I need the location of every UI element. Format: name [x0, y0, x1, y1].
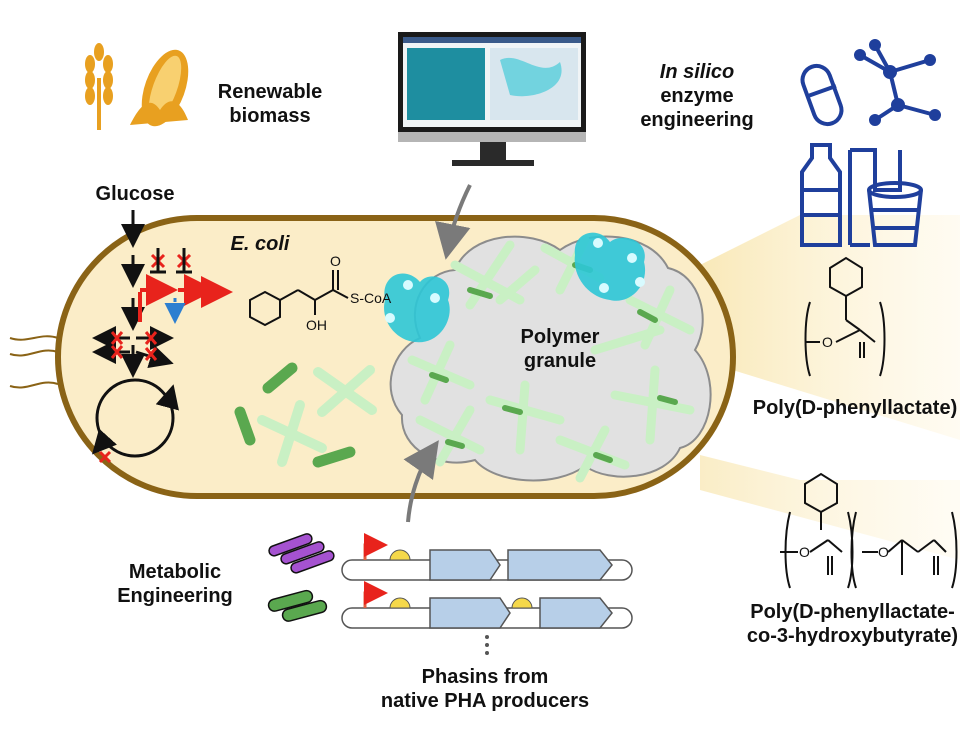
polymer2-o-label-2: O	[878, 544, 889, 560]
gene-construct-2	[341, 581, 633, 629]
free-phasins	[234, 362, 377, 468]
engineered-strains	[267, 533, 335, 622]
enzyme-right	[574, 232, 646, 301]
granule-line2: granule	[523, 350, 597, 372]
ecoli-label: E. coli	[230, 233, 290, 255]
chem-o-label: O	[330, 253, 341, 269]
corn-icon	[130, 49, 189, 127]
chem-scoa-label: S-CoA	[350, 290, 392, 306]
phasins-label: Phasins from native PHA producers	[355, 665, 615, 713]
enzyme-left	[384, 273, 450, 343]
insilico-line3: engineering	[640, 109, 754, 131]
pill-molecule-icon	[800, 39, 941, 127]
insilico-label: In silico enzyme engineering	[622, 60, 772, 132]
biomass-line1: Renewable	[217, 81, 323, 103]
polymer2-label: Poly(D-phenyllactate- co-3-hydroxybutyra…	[735, 600, 970, 648]
biomass-line2: biomass	[229, 105, 311, 127]
phasins-line1: Phasins from	[421, 666, 549, 688]
gene-construct-1	[341, 533, 633, 581]
wheat-icon	[85, 43, 113, 130]
enhanced-flux-arrows	[138, 274, 233, 322]
granule-line1: Polymer	[520, 326, 600, 348]
highlight-beam-top	[700, 215, 960, 440]
insilico-line1: In silico	[659, 61, 735, 83]
granule-label: Polymer granule	[500, 325, 620, 373]
polymer2-structure	[780, 472, 958, 589]
metabolic-line2: Engineering	[117, 585, 233, 607]
polymer1-o-label: O	[822, 334, 833, 350]
flagella	[9, 335, 59, 389]
phasins-line2: native PHA producers	[380, 690, 590, 712]
polymer2-line2: co-3-hydroxybutyrate)	[746, 625, 959, 647]
glucose-label: Glucose	[95, 183, 175, 205]
enzyme-design-arrow	[435, 184, 472, 260]
metabolic-line1: Metabolic	[128, 561, 222, 583]
monitor-icon	[398, 32, 586, 166]
phenyllactyl-coa-structure	[249, 270, 349, 327]
polymer2-o-label-1: O	[799, 544, 810, 560]
granule-phasin-network	[407, 235, 695, 483]
polymer2-line1: Poly(D-phenyllactate-	[750, 601, 955, 623]
insilico-line2: enzyme	[660, 85, 734, 107]
more-constructs-dots	[485, 635, 489, 655]
biomass-label: Renewable biomass	[210, 80, 330, 128]
cup-icon	[867, 181, 923, 247]
repression-bars	[150, 248, 192, 274]
phasin-arrow	[403, 440, 439, 523]
chem-oh-label: OH	[306, 317, 327, 333]
metabolic-pathway	[91, 210, 179, 458]
bottles-icon	[800, 143, 902, 247]
polymer1-label: Poly(D-phenyllactate)	[752, 397, 958, 419]
metabolic-label: Metabolic Engineering	[105, 560, 245, 608]
polymer1-structure	[804, 256, 886, 377]
